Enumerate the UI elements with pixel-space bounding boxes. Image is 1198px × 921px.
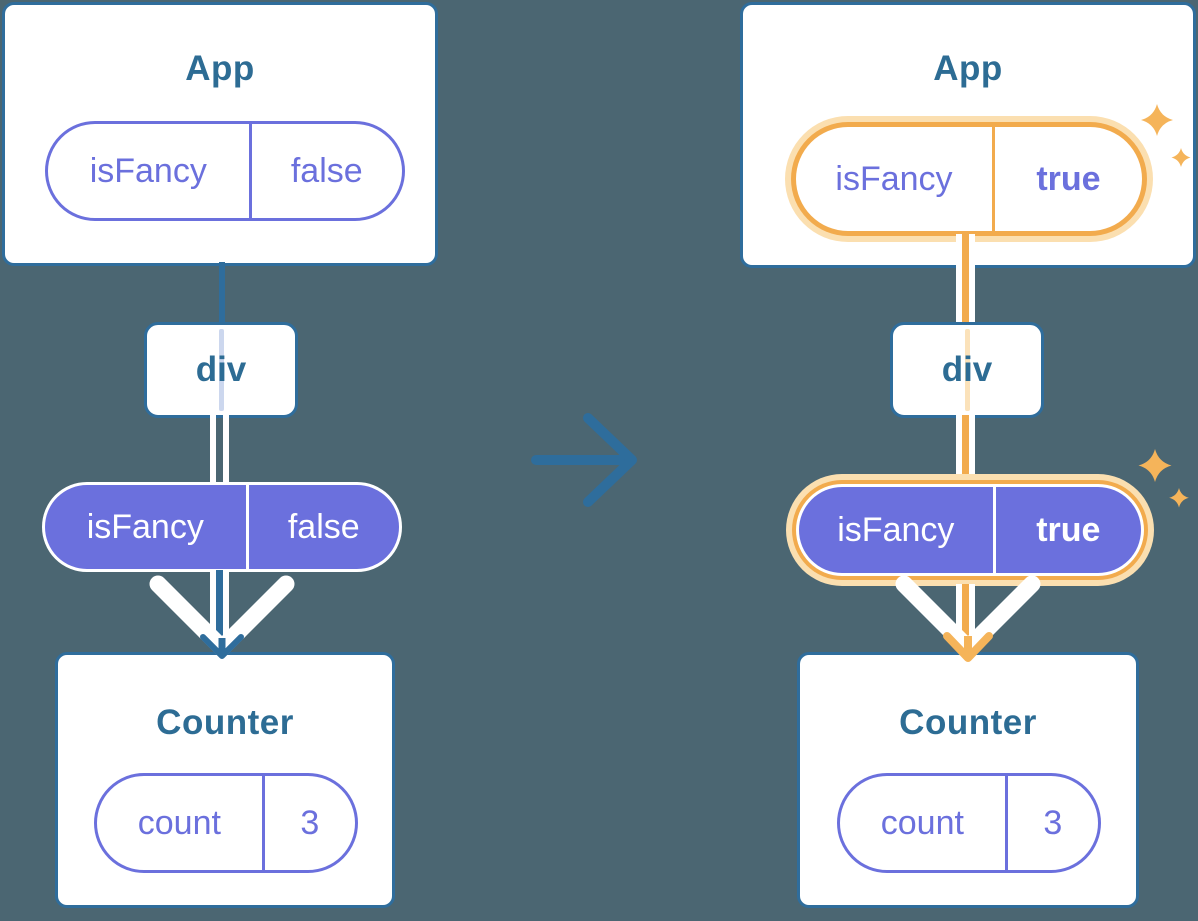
highlight-ring: isFancy true [785,116,1153,242]
state-key: isFancy [796,127,995,231]
state-pill: isFancy true [796,127,1142,231]
sparkle-icon [1138,449,1189,508]
flow-arrow-icon [149,575,295,659]
flow-line-div-pill [956,415,975,477]
flow-line-app-div [219,262,225,324]
thread-line [218,329,224,411]
counter-title: Counter [899,703,1037,742]
flow-line-pill-counter [956,584,975,648]
state-pill: isFancy false [45,121,405,221]
state-value: true [1036,510,1101,549]
state-key: count [97,776,265,870]
state-key: count [840,776,1008,870]
app-card: App isFancy true [740,2,1196,268]
div-label: div [941,350,993,389]
counter-card: Counter count 3 [55,652,395,908]
flow-line-pill-counter [210,570,229,648]
state-value: 3 [1043,803,1063,842]
app-title: App [185,49,255,88]
sparkle-icon [1141,104,1191,167]
flow-line-app-div [956,234,975,322]
state-key: isFancy [799,487,996,573]
highlight-ring: isFancy true [786,474,1154,586]
transition-arrow-icon [531,413,637,507]
state-pill: count 3 [837,773,1101,873]
state-value: false [290,151,363,190]
app-title: App [933,49,1003,88]
state-key: isFancy [48,124,252,218]
counter-card: Counter count 3 [797,652,1139,908]
state-value: true [1036,159,1101,198]
thread-line [964,329,970,411]
state-pill: count 3 [94,773,358,873]
div-node: div [890,322,1044,418]
flow-line-div-pill [210,415,229,484]
flow-arrow-icon [895,575,1041,662]
app-card: App isFancy false [2,2,438,266]
state-key: isFancy [45,485,249,569]
div-node: div [144,322,298,418]
div-label: div [195,350,247,389]
passed-state-pill: isFancy false [42,482,402,572]
state-value: 3 [300,803,320,842]
state-value: false [287,507,360,546]
counter-title: Counter [156,703,294,742]
passed-state-pill: isFancy true [799,487,1141,573]
